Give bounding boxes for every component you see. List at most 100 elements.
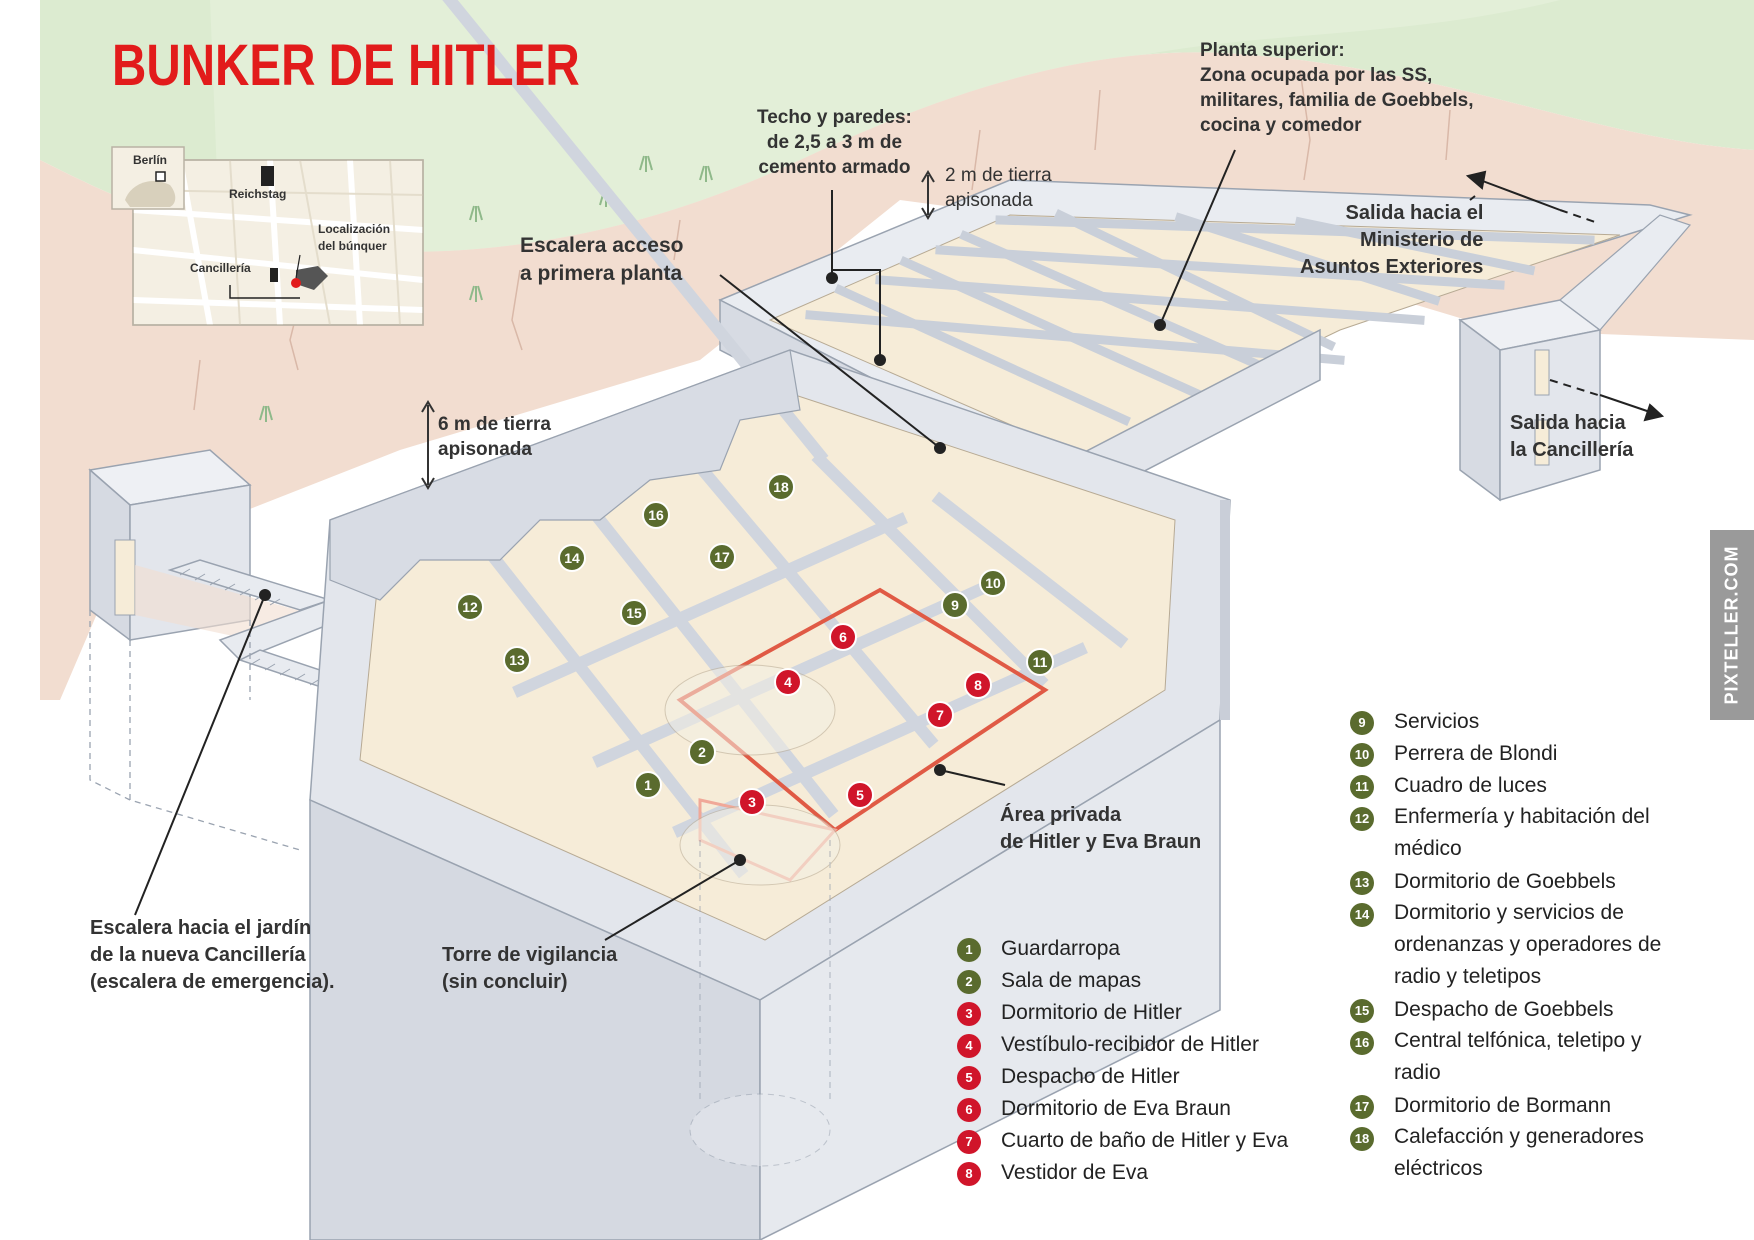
legend-label: Sala de mapas <box>1001 969 1142 992</box>
map-label-berlin: Berlín <box>133 153 167 167</box>
legend-badge: 6 <box>957 1098 981 1122</box>
legend-badge: 1 <box>957 938 981 962</box>
map-label-location-2: del búnquer <box>318 239 387 253</box>
legend-label: Despacho de Hitler <box>1001 1065 1180 1088</box>
legend-label: Guardarropa <box>1001 937 1121 960</box>
inset-map: Berlín Reichstag Localización del búnque… <box>111 146 424 326</box>
map-label-reichstag: Reichstag <box>229 187 286 201</box>
dimension-markers <box>421 170 935 490</box>
private-area-outline <box>676 587 1049 833</box>
legend-label: Servicios <box>1394 710 1480 733</box>
room-badge-17: 17 <box>708 543 736 571</box>
room-badge-16: 16 <box>642 501 670 529</box>
room-badge-1: 1 <box>634 771 662 799</box>
legend-badge: 7 <box>957 1130 981 1154</box>
room-badge-number: 15 <box>626 605 642 621</box>
room-badge-number: 2 <box>698 744 706 760</box>
legend-label: Despacho de Goebbels <box>1394 998 1614 1021</box>
room-badge-15: 15 <box>620 599 648 627</box>
watermark: PIXTELLER.COM <box>1710 530 1754 720</box>
room-badge-number: 1 <box>644 777 652 793</box>
legend-badge: 14 <box>1350 903 1374 927</box>
legend-badge: 13 <box>1350 871 1374 895</box>
legend-badge: 17 <box>1350 1095 1374 1119</box>
legend-label: Dormitorio de Hitler <box>1001 1001 1182 1024</box>
legend-label: Dormitorio y servicios de ordenanzas y o… <box>1394 901 1662 988</box>
legend-label: Enfermería y habitación del médico <box>1394 805 1650 860</box>
legend-label: Vestíbulo-recibidor de Hitler <box>1001 1033 1259 1056</box>
room-badge-12: 12 <box>456 593 484 621</box>
room-badge-number: 16 <box>648 507 664 523</box>
room-badge-10: 10 <box>979 569 1007 597</box>
legend-badge: 18 <box>1350 1127 1374 1151</box>
legend-label: Dormitorio de Bormann <box>1394 1094 1612 1117</box>
room-badge-3: 3 <box>738 788 766 816</box>
room-badge-4: 4 <box>774 668 802 696</box>
leader-lines <box>134 149 1476 941</box>
legend-label: Perrera de Blondi <box>1394 742 1558 765</box>
leader-dots <box>259 272 1166 866</box>
grass-tufts <box>259 155 713 422</box>
map-label-location-1: Localización <box>318 222 390 236</box>
room-badge-7: 7 <box>926 701 954 729</box>
room-badge-8: 8 <box>964 671 992 699</box>
legend-badge: 9 <box>1350 711 1374 735</box>
annotation-watchtower: Torre de vigilancia(sin concluir) <box>442 944 618 993</box>
legend-badge: 16 <box>1350 1031 1374 1055</box>
legend-label: Calefacción y generadores eléctricos <box>1394 1125 1644 1180</box>
legend-badge: 2 <box>957 970 981 994</box>
legend-label: Dormitorio de Eva Braun <box>1001 1097 1231 1120</box>
legend-badge: 5 <box>957 1066 981 1090</box>
room-badge-number: 8 <box>974 677 982 693</box>
map-label-chancellery: Cancillería <box>190 261 251 275</box>
room-badge-number: 10 <box>985 575 1001 591</box>
legend-badge: 12 <box>1350 807 1374 831</box>
emergency-stair-tower <box>88 449 382 851</box>
room-badge-number: 7 <box>936 707 944 723</box>
legend-label: Central telfónica, teletipo y radio <box>1394 1029 1642 1084</box>
room-badge-number: 14 <box>564 550 580 566</box>
room-badge-9: 9 <box>941 591 969 619</box>
room-badge-number: 11 <box>1033 654 1048 670</box>
legend-label: Vestidor de Eva <box>1001 1161 1149 1184</box>
room-badge-number: 9 <box>951 597 959 613</box>
room-badge-number: 3 <box>748 794 756 810</box>
room-badge-11: 11 <box>1026 648 1054 676</box>
room-badge-18: 18 <box>767 473 795 501</box>
room-badge-number: 6 <box>839 629 847 645</box>
legend-badge: 10 <box>1350 743 1374 767</box>
room-badge-6: 6 <box>829 623 857 651</box>
room-badge-number: 13 <box>509 652 525 668</box>
legend-badge: 3 <box>957 1002 981 1026</box>
room-badge-number: 4 <box>784 674 792 690</box>
exit-arrows <box>1465 170 1665 422</box>
legend-label: Cuadro de luces <box>1394 774 1547 797</box>
legend-badge: 11 <box>1350 775 1374 799</box>
legend-badge: 4 <box>957 1034 981 1058</box>
room-badge-number: 18 <box>773 479 789 495</box>
room-badge-number: 5 <box>856 787 864 803</box>
legend-label: Dormitorio de Goebbels <box>1394 870 1616 893</box>
annotation-upper-floor: Planta superior:Zona ocupada por las SS,… <box>1200 40 1474 136</box>
room-badge-number: 12 <box>462 599 478 615</box>
legend-badge: 8 <box>957 1162 981 1186</box>
page-title: BUNKER DE HITLER <box>112 33 580 98</box>
room-badge-2: 2 <box>688 738 716 766</box>
room-badge-number: 17 <box>714 549 730 565</box>
room-badge-13: 13 <box>503 646 531 674</box>
legend-label: Cuarto de baño de Hitler y Eva <box>1001 1129 1289 1152</box>
room-badge-14: 14 <box>558 544 586 572</box>
annotation-roof-walls: Techo y paredes:de 2,5 a 3 m de cemento … <box>757 107 912 178</box>
room-badge-5: 5 <box>846 781 874 809</box>
legend-badge: 15 <box>1350 999 1374 1023</box>
